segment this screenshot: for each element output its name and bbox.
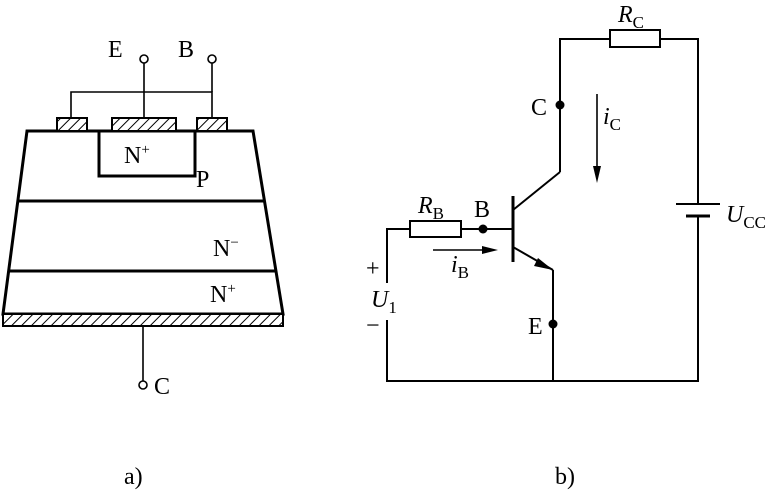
label-b-terminal: B bbox=[178, 37, 194, 63]
node-c-dot bbox=[555, 100, 565, 110]
node-e-dot bbox=[548, 319, 558, 329]
resistor-rb bbox=[409, 220, 462, 238]
label-substrate-region: N+ bbox=[210, 281, 236, 308]
collector-metal bbox=[2, 313, 284, 327]
wire-collector-top bbox=[559, 38, 610, 103]
label-drift-region: N− bbox=[213, 235, 239, 262]
wire-bottom-rail bbox=[386, 326, 553, 382]
label-u1-plus: + bbox=[366, 256, 380, 282]
label-ic: iC bbox=[603, 104, 621, 134]
label-c-terminal: C bbox=[154, 374, 170, 400]
fig-a-structure bbox=[1, 54, 285, 390]
label-ib: iB bbox=[451, 252, 469, 282]
ic-arrow-head-icon bbox=[593, 166, 601, 183]
label-node-b: B bbox=[474, 197, 490, 223]
emitter-arrow-icon bbox=[534, 258, 553, 270]
caption-a: a) bbox=[124, 464, 143, 490]
label-base-region: P bbox=[196, 167, 209, 193]
base-contact-right bbox=[196, 117, 228, 132]
label-e-terminal: E bbox=[108, 37, 123, 63]
emitter-contact bbox=[111, 117, 177, 132]
label-rc: RC bbox=[617, 2, 644, 32]
ib-arrow-head-icon bbox=[482, 246, 498, 254]
base-wiring bbox=[70, 91, 213, 118]
fig-b-circuit bbox=[386, 29, 720, 382]
collector-terminal bbox=[138, 380, 148, 390]
label-node-e: E bbox=[528, 314, 543, 340]
base-terminal bbox=[207, 54, 217, 64]
emitter-terminal bbox=[139, 54, 149, 64]
label-rb: RB bbox=[417, 193, 444, 223]
resistor-rc bbox=[609, 29, 661, 48]
wire-ucc-bottom bbox=[553, 216, 699, 382]
label-u1-minus: − bbox=[366, 313, 380, 339]
label-ucc: UCC bbox=[726, 202, 766, 232]
transistor-collector-leg bbox=[512, 171, 561, 211]
label-node-c: C bbox=[531, 95, 547, 121]
label-emitter-region: N+ bbox=[124, 142, 150, 169]
base-contact-left bbox=[56, 117, 88, 132]
label-u1: U1 bbox=[371, 287, 397, 317]
wire-rb-to-source bbox=[386, 228, 410, 276]
wire-rc-to-ucc bbox=[660, 38, 699, 204]
caption-b: b) bbox=[555, 464, 575, 490]
node-b-dot bbox=[478, 224, 488, 234]
